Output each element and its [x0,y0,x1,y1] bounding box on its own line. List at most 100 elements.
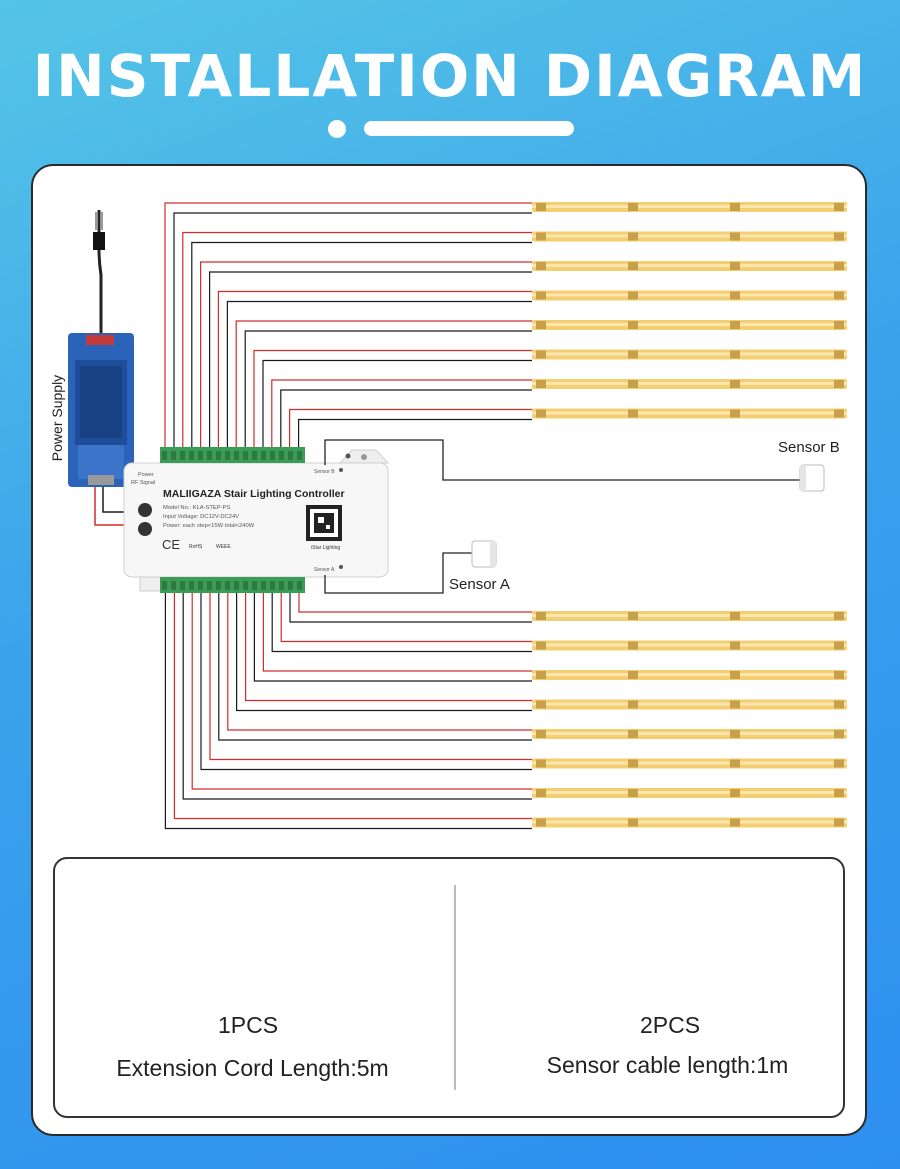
positive-wire [173,593,532,820]
terminal-screw [189,451,194,460]
negative-wire [289,593,532,623]
positive-wire [280,593,532,643]
wiring-group [164,202,532,830]
negative-wire [200,593,532,771]
positive-wire [164,202,532,448]
ce-mark: CE [162,537,180,552]
led-strip [532,261,847,271]
positive-wire [253,349,532,448]
led-strip [532,202,847,212]
accessories-box [53,857,845,1118]
negative-wire [226,300,532,448]
positive-wire [262,593,532,672]
page-title: INSTALLATION DIAGRAM [32,42,868,110]
sensor-b-label: Sensor B [778,439,840,456]
led-strip [532,231,847,242]
led-strip [532,729,847,739]
terminal-screw [270,451,275,460]
app-label: iStar Lighting [311,545,340,551]
rf-signal-label: RF Signal [131,480,155,486]
dial-knob-icon [138,522,152,536]
sensor-b-port-label: Sensor B [314,469,335,475]
led-strip [532,640,847,651]
negative-wire [218,593,532,741]
negative-wire [262,359,532,448]
terminal-screw [243,451,248,460]
terminal-screw [252,581,257,590]
terminal-screw [162,581,167,590]
led-strip [532,758,847,769]
power-supply-label: Power Supply [49,375,65,461]
led-strip [532,611,847,621]
terminal-screw [207,451,212,460]
negative-wire [209,271,532,448]
title-bar-decoration [364,121,574,136]
terminal-screw [297,581,302,590]
terminal-screw [234,581,239,590]
terminal-screw [225,451,230,460]
led-strip [532,408,847,419]
positive-wire [271,379,532,448]
terminal-screw [189,581,194,590]
terminal-screw [180,451,185,460]
negative-wire [253,593,532,682]
sensor-b [799,464,825,492]
terminal-screw [234,451,239,460]
controller-title: MALIIGAZA Stair Lighting Controller [163,488,345,500]
rohs-mark: RoHS [189,544,203,550]
negative-wire [236,593,532,712]
led-strip [532,290,847,301]
terminal-screw [180,581,185,590]
negative-wire [182,593,532,800]
power-supply [68,210,160,526]
sensor-cable-quantity: 2PCS [639,1012,701,1038]
led-strip [532,379,847,389]
sensor-a [471,540,497,568]
dial-knob-icon [138,503,152,517]
controller [123,447,390,593]
positive-wire [289,408,532,448]
negative-wire [280,389,532,448]
terminal-screw [198,451,203,460]
negative-wire [244,330,532,448]
terminal-screw [297,451,302,460]
terminal-screw [279,451,284,460]
positive-wire [298,593,532,613]
led-strip [532,699,847,710]
terminal-screw [207,581,212,590]
positive-wire [217,290,532,448]
terminal-screw [216,581,221,590]
cord-caption: Extension Cord Length:5m [116,1055,389,1081]
terminal-screw [270,581,275,590]
positive-wire [227,593,532,731]
negative-wire [298,418,532,448]
sensor-a-port-label: Sensor A [314,567,335,573]
terminal-screw [171,581,176,590]
power-led-label: Power [138,472,154,478]
terminal-screw [261,581,266,590]
led-strip [532,788,847,798]
positive-wire [235,320,532,448]
negative-wire [164,593,532,830]
plug-icon [93,232,105,250]
controller-power-rating: Power: each step<15W total<240W [163,523,255,529]
top-terminal-block [160,447,305,463]
controller-input-voltage: Input Voltage: DC12V-DC24V [163,514,239,520]
terminal-screw [288,451,293,460]
terminal-screw [162,451,167,460]
terminal-screw [279,581,284,590]
terminal-screw [252,451,257,460]
bottom-terminal-block [160,577,305,593]
sensor-cable-caption: Sensor cable length:1m [546,1052,789,1078]
accessories-divider [454,885,456,1090]
negative-wire [191,241,532,448]
terminal-screw [216,451,221,460]
positive-wire [200,261,532,448]
positive-wire [182,231,532,448]
led-strip [532,670,847,680]
terminal-screw [171,451,176,460]
positive-wire [209,593,532,761]
sensor-a-label: Sensor A [449,576,510,593]
terminal-screw [225,581,230,590]
terminal-screw [198,581,203,590]
